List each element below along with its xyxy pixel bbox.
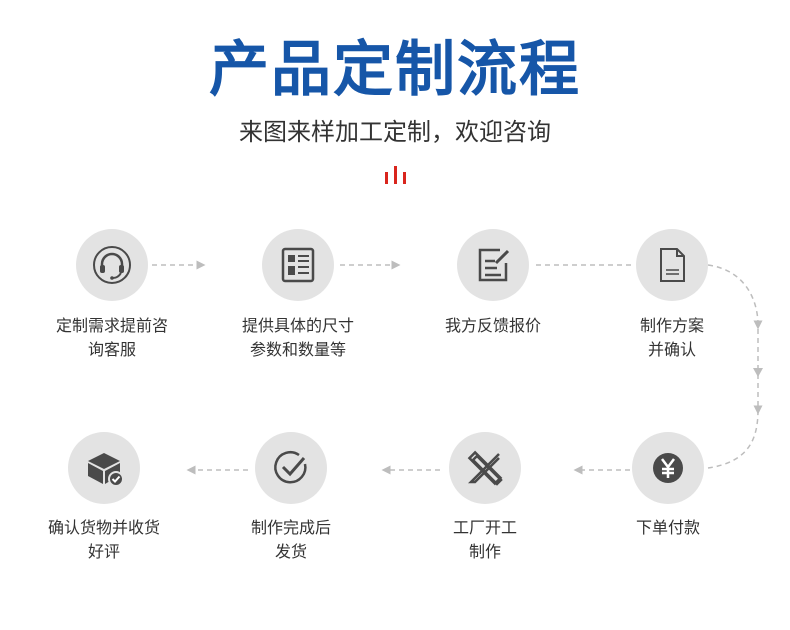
accent-bars-icon — [384, 166, 410, 184]
step-3-circle — [457, 229, 529, 301]
step-8-circle — [68, 432, 140, 504]
connector-4-5-arrowhead — [753, 368, 763, 377]
step-6-circle — [449, 432, 521, 504]
step-8-label: 确认货物并收货 好评 — [47, 518, 160, 561]
step-4-circle — [636, 229, 708, 301]
step-7-label: 制作完成后 发货 — [250, 518, 331, 561]
ruler-pencil-icon — [467, 450, 503, 486]
step-7-circle — [255, 432, 327, 504]
package-check-icon — [88, 453, 124, 487]
document-icon — [660, 248, 685, 282]
step-3-label: 我方反馈报价 — [444, 316, 541, 335]
check-circle-icon — [274, 451, 307, 484]
page-title: 产品定制流程 — [209, 35, 581, 105]
form-grid-icon — [281, 247, 315, 283]
step-5-label: 下单付款 — [635, 518, 700, 537]
yuan-coin-icon — [653, 453, 683, 483]
step-5-circle — [632, 432, 704, 504]
headset-icon — [93, 246, 131, 284]
connector-4-5 — [707, 264, 763, 469]
step-4-label: 制作方案 并确认 — [639, 316, 704, 359]
step-6-label: 工厂开工 制作 — [452, 518, 517, 561]
step-2-circle — [262, 229, 334, 301]
edit-note-icon — [478, 248, 510, 282]
page-subtitle: 来图来样加工定制，欢迎咨询 — [239, 118, 551, 146]
step-1-label: 定制需求提前咨 询客服 — [55, 316, 168, 359]
step-2-label: 提供具体的尺寸 参数和数量等 — [241, 316, 354, 359]
step-1-circle — [76, 229, 148, 301]
